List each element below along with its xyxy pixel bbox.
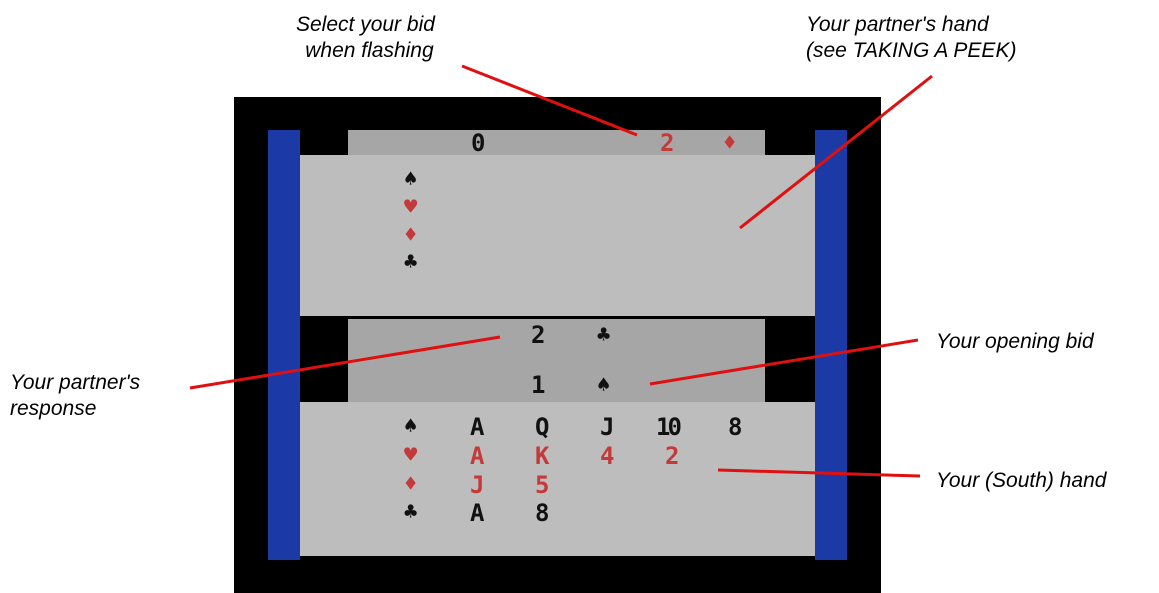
leader-partner-response [189, 335, 501, 390]
south-card[interactable]: Q [535, 413, 550, 441]
right-blue-sidebar [815, 130, 847, 560]
south-card[interactable]: K [535, 442, 550, 470]
callout-partner-hand-line1: Your partner's hand [806, 13, 989, 36]
leader-opening-bid [649, 338, 919, 386]
south-heart-icon: ♥ [404, 443, 418, 468]
callout-select-bid-line2: when flashing [305, 39, 434, 62]
leader-south-hand [717, 468, 921, 478]
south-card[interactable]: J [470, 471, 485, 499]
partner-spade-icon: ♠ [404, 167, 418, 192]
callout-partner-response-line2: response [10, 397, 97, 420]
south-hand-panel: ♠ A Q J 10 8 ♥ A K 4 2 ♦ J 5 ♣ A 8 [300, 402, 815, 556]
south-card[interactable]: 8 [535, 499, 550, 527]
left-blue-sidebar [268, 130, 300, 560]
callout-partner-response: Your partner's response [10, 370, 140, 422]
partner-response-club-icon: ♣ [597, 323, 611, 348]
partner-club-icon: ♣ [404, 250, 418, 275]
leader-select-bid [461, 64, 638, 137]
flashing-bid-diamond-icon[interactable]: ♦ [723, 131, 737, 156]
partner-heart-icon: ♥ [404, 195, 418, 220]
south-club-icon: ♣ [404, 500, 418, 525]
south-card[interactable]: A [470, 499, 485, 527]
leader-partner-hand [739, 74, 933, 230]
opening-bid-level: 1 [531, 371, 546, 399]
score-value: 0 [471, 129, 486, 157]
callout-south-hand-text: Your (South) hand [936, 469, 1107, 492]
south-card[interactable]: 5 [535, 471, 550, 499]
callout-select-bid-line1: Select your bid [296, 13, 435, 36]
bidding-strip: 2 ♣ 1 ♠ [348, 319, 765, 402]
callout-south-hand: Your (South) hand [936, 468, 1106, 494]
callout-opening-bid-text: Your opening bid [936, 330, 1094, 353]
south-card[interactable]: 4 [600, 442, 615, 470]
south-spade-icon: ♠ [404, 414, 418, 439]
partner-diamond-icon: ♦ [404, 223, 418, 248]
game-screen: 0 2 ♦ ♠ ♥ ♦ ♣ 2 ♣ 1 ♠ ♠ A Q J 10 8 ♥ A K… [234, 97, 881, 593]
south-card[interactable]: 10 [656, 413, 682, 441]
top-bid-strip: 0 2 ♦ [348, 129, 765, 157]
south-card[interactable]: 2 [665, 442, 680, 470]
partner-hand-panel: ♠ ♥ ♦ ♣ [300, 155, 815, 316]
opening-bid-spade-icon: ♠ [597, 373, 611, 398]
callout-partner-hand: Your partner's hand (see TAKING A PEEK) [806, 12, 1016, 64]
callout-opening-bid: Your opening bid [936, 329, 1094, 355]
south-diamond-icon: ♦ [404, 472, 418, 497]
partner-response-level: 2 [531, 321, 546, 349]
callout-partner-hand-line2: (see TAKING A PEEK) [806, 39, 1017, 62]
flashing-bid-level[interactable]: 2 [660, 129, 675, 157]
callout-partner-response-line1: Your partner's [10, 371, 141, 394]
south-card[interactable]: J [600, 413, 615, 441]
callout-select-bid: Select your bid when flashing [296, 12, 435, 64]
south-card[interactable]: 8 [728, 413, 743, 441]
south-card[interactable]: A [470, 413, 485, 441]
south-card[interactable]: A [470, 442, 485, 470]
